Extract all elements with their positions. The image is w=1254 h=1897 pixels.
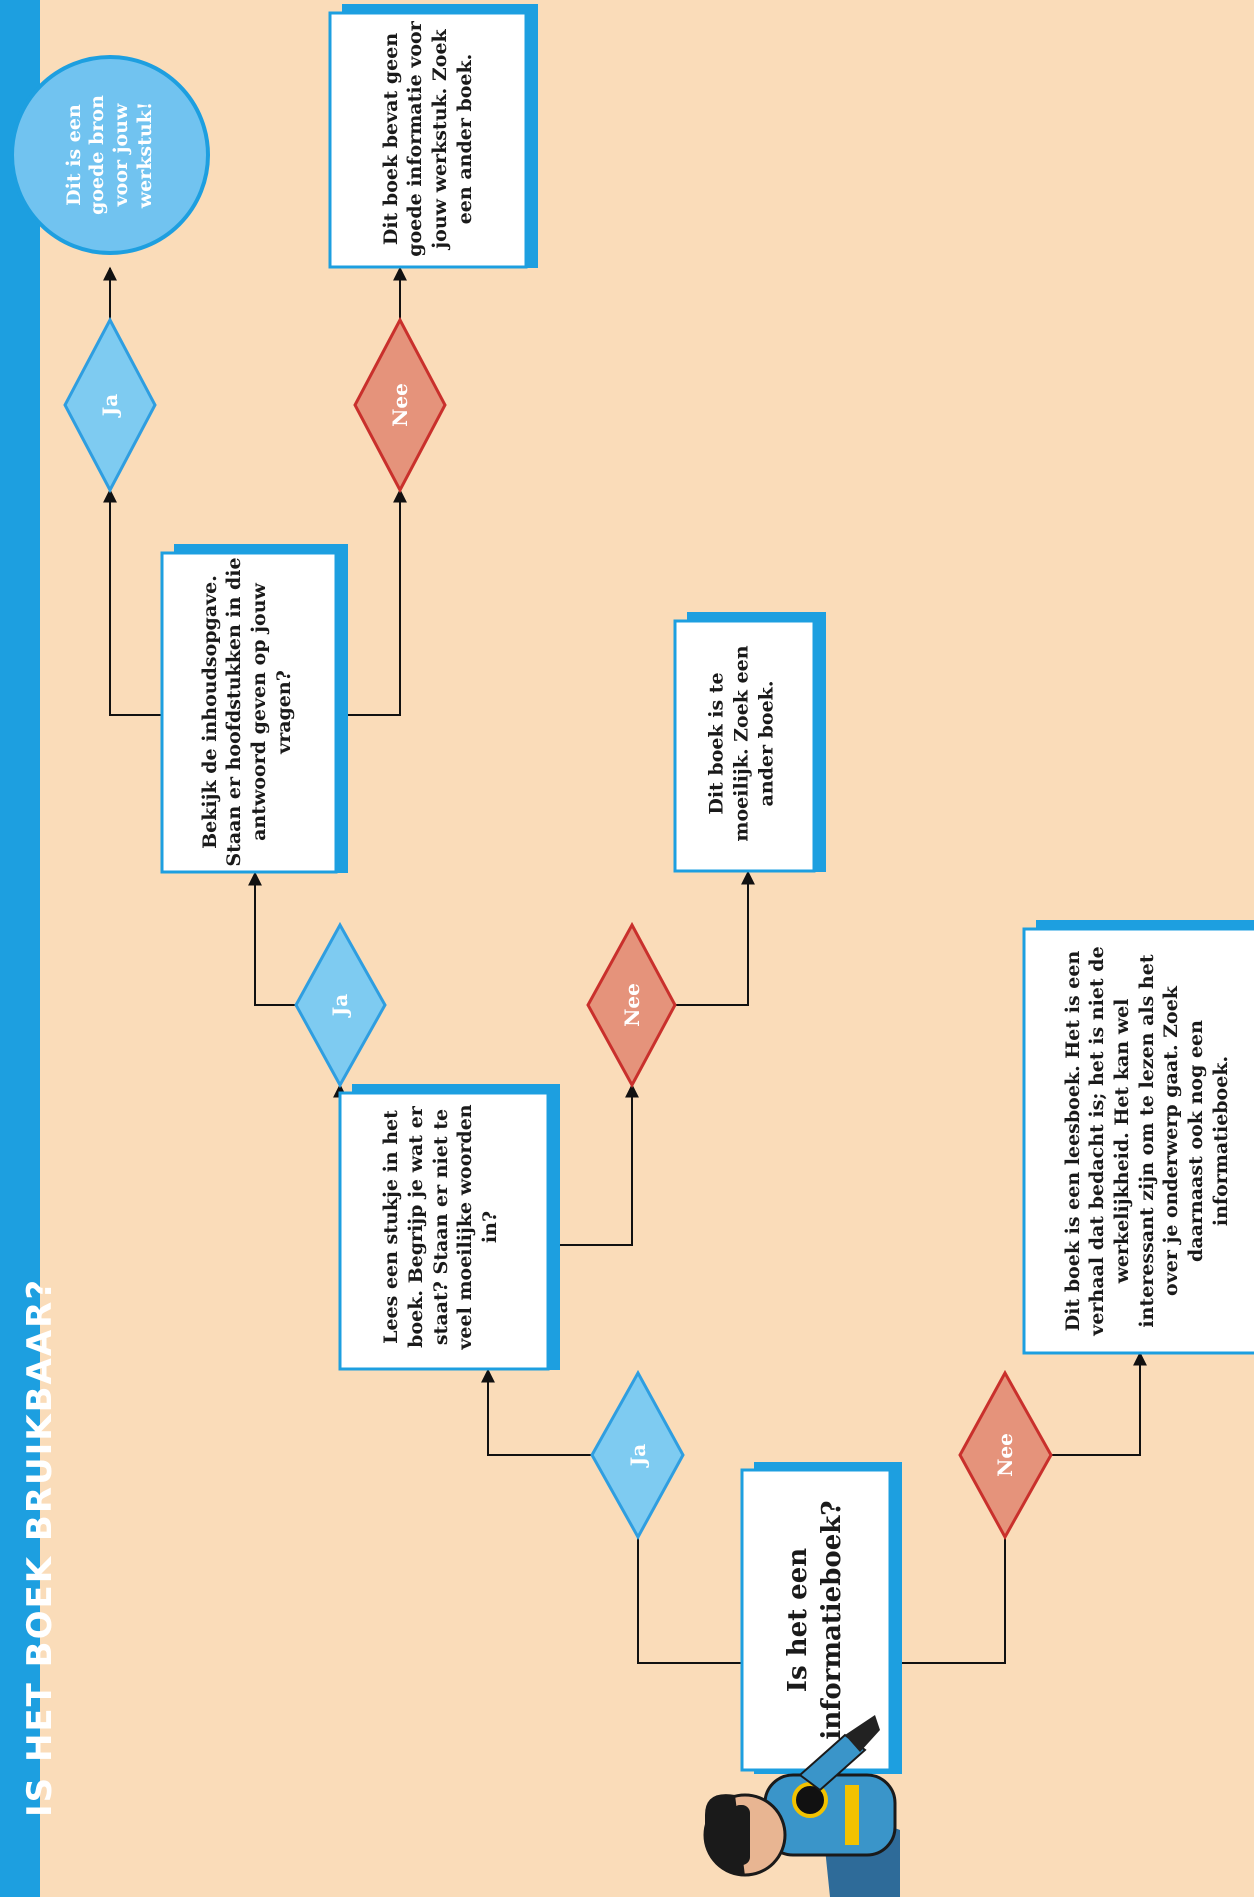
box-storybook: Dit boek is een leesboek. Het is een ver… [1061,946,1232,1336]
diamond-ja-1 [590,1369,685,1541]
result-circle [10,55,210,255]
box-no-info: Dit boek bevat geen goede informatie voo… [379,21,476,257]
connector-toc-ja [103,488,162,716]
box-start: Is het een informatieboek? [783,1500,847,1740]
mascot-emblem [792,1782,828,1818]
connector-nee-storybook [1051,1351,1147,1456]
connector-start-nee [898,1537,1006,1664]
mascot-belt [845,1785,859,1845]
connector-read-nee [538,1083,639,1246]
box-toc-frame [160,551,338,874]
connectors [103,266,1147,1664]
connector-ja-toc [248,871,296,1006]
box-read: Lees een stukje in het boek. Begrijp je … [380,1104,502,1350]
diamond-ja-3-label: Ja [98,393,122,417]
box-too-hard: Dit boek is te moeilijk. Zoek een ander … [705,645,778,842]
diamond-nee-1 [958,1369,1053,1541]
diamond-nee-1-label: Nee [993,1433,1017,1477]
mascot-arm [798,1733,867,1792]
diamond-nee-3 [353,316,447,494]
connector-start-ja [637,1537,742,1664]
diamond-ja-2-label: Ja [328,993,352,1017]
box-start-frame [740,1468,892,1772]
connector-toc-nee [348,488,407,716]
diamond-ja-3 [63,316,157,494]
mascot-figure [703,1715,900,1897]
diamond-ja-1-label: Ja [626,1443,650,1467]
mascot-mask [732,1805,750,1865]
box-noinfo-frame [328,11,528,269]
box-read-frame [338,1091,550,1371]
diamond-nee-2 [586,921,677,1089]
title-bar: IS HET BOEK BRUIKBAAR? [0,0,60,1897]
box-toc: Bekijk de inhoudsopgave. Staan er hoofds… [198,557,295,867]
connector-ja-read [481,1368,592,1456]
diamond-shapes [63,316,1053,1541]
diamond-nee-3-label: Nee [388,383,412,427]
box-storybook-frame [1022,927,1254,1355]
connector-nee-toohard [675,870,755,1006]
mascot-hand [845,1715,880,1752]
box-shapes [160,4,1254,1774]
box-toohard-frame [673,619,816,873]
result-text: Dit is een goede bron voor jouw werkstuk… [62,95,156,215]
diamond-ja-2 [294,921,387,1089]
diamond-nee-2-label: Nee [620,983,644,1027]
